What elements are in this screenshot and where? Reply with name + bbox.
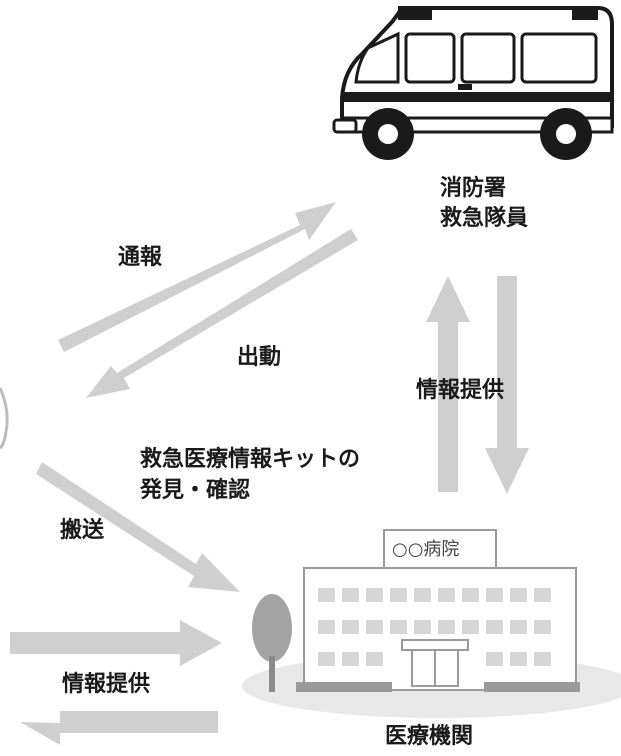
arrow-info-to-hospital bbox=[10, 620, 222, 666]
info-provision-right-label: 情報提供 bbox=[416, 378, 505, 403]
arrow-info-down bbox=[485, 276, 529, 494]
kit-discovery-label-line1: 救急医療情報キットの bbox=[140, 447, 361, 472]
partial-shape-left bbox=[0, 387, 9, 450]
medical-institution-label: 医療機関 bbox=[385, 724, 474, 749]
fire-station-label: 消防署 bbox=[440, 176, 507, 201]
arrow-info-from-hospital bbox=[20, 711, 218, 745]
arrow-transport bbox=[36, 462, 240, 592]
ems-crew-label: 救急隊員 bbox=[440, 206, 529, 231]
arrow-dispatch bbox=[86, 229, 358, 398]
dispatch-label: 出動 bbox=[237, 345, 282, 370]
arrow-report bbox=[58, 202, 336, 352]
arrow-info-up bbox=[426, 276, 470, 492]
transport-label: 搬送 bbox=[60, 518, 105, 543]
info-provision-bottom-label: 情報提供 bbox=[62, 672, 151, 697]
ambulance-illustration bbox=[332, 6, 614, 160]
report-label: 通報 bbox=[118, 245, 163, 270]
kit-discovery-label-line2: 発見・確認 bbox=[140, 478, 251, 503]
hospital-sign-label: ○○病院 bbox=[392, 539, 460, 560]
hospital-illustration bbox=[242, 529, 621, 718]
